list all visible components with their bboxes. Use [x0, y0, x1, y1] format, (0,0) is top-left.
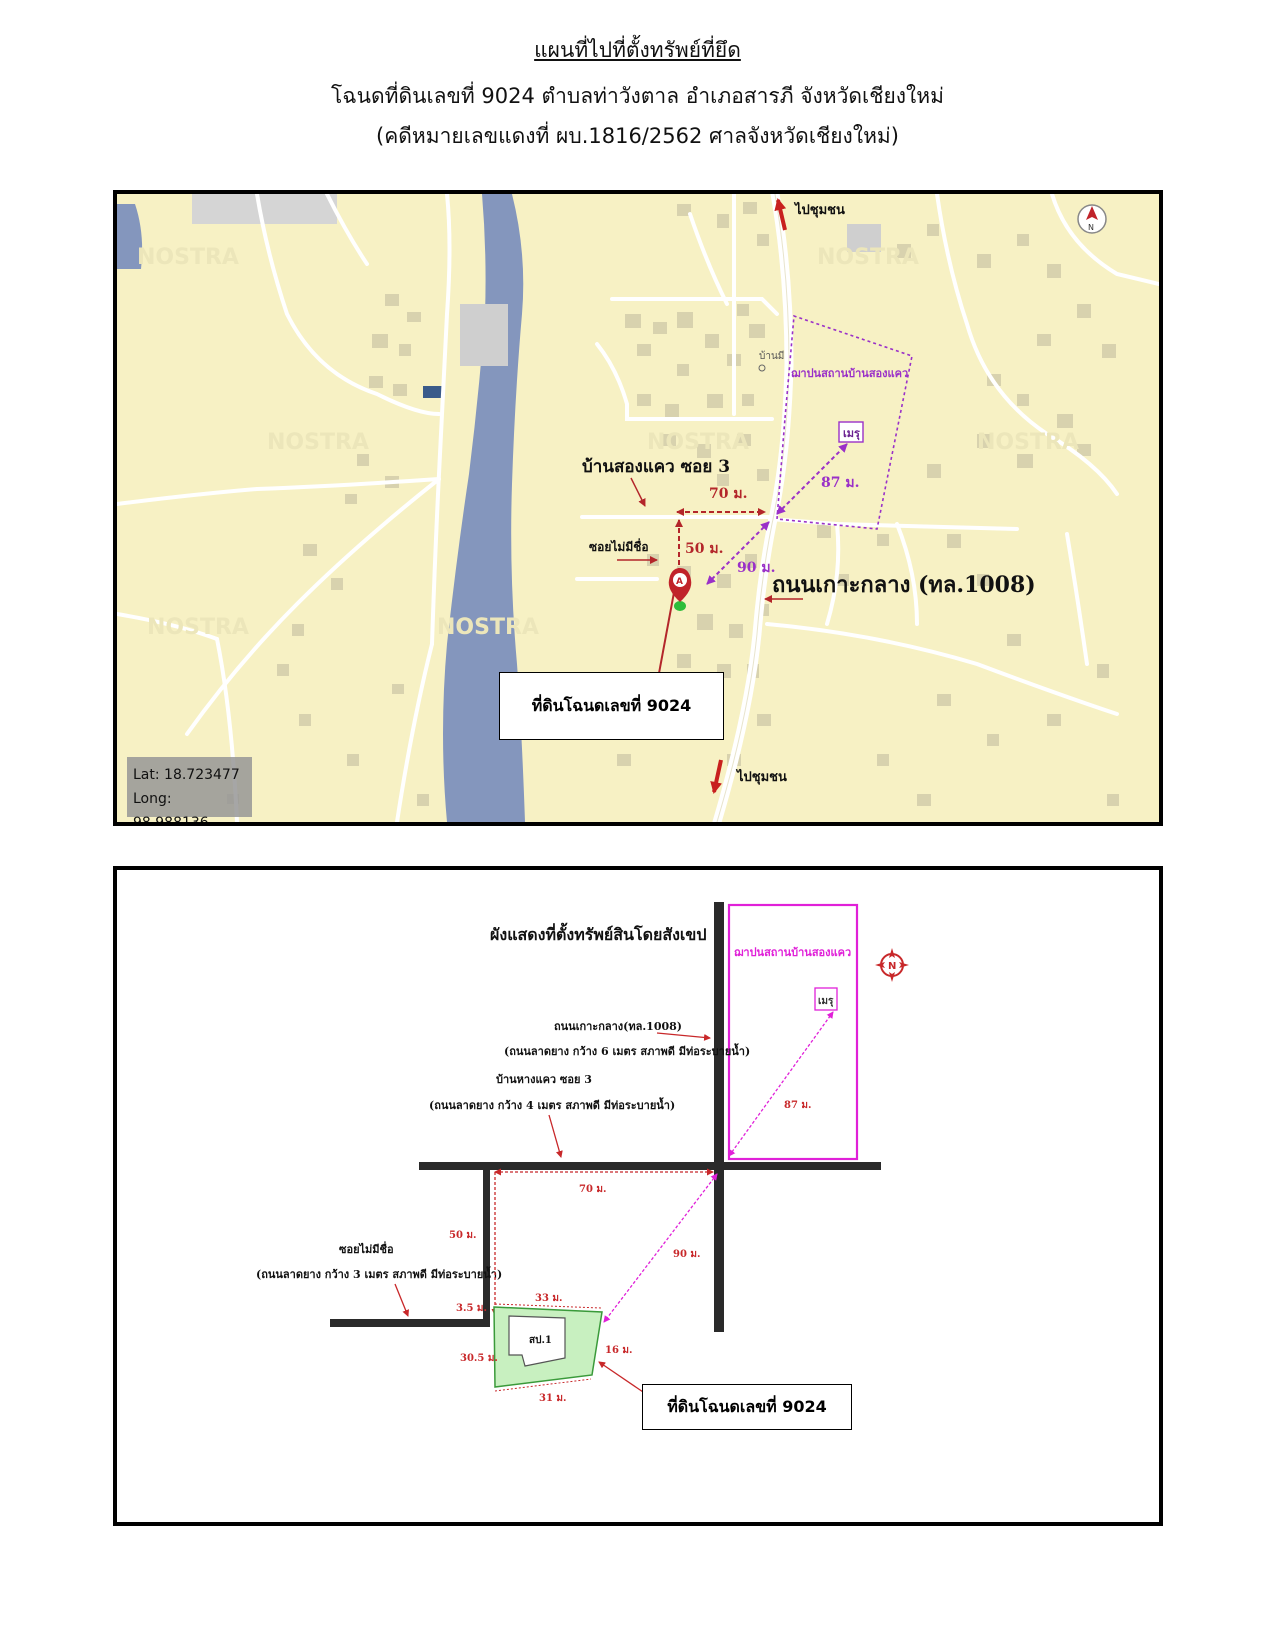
sketch-soi3-pointer [548, 1114, 563, 1158]
page-subtitle-case: (คดีหมายเลขแดงที่ ผบ.1816/2562 ศาลจังหวั… [376, 124, 899, 148]
map-callout-pointer [656, 586, 676, 685]
sketch-dist-30-5-label: 30.5 ม. [460, 1353, 498, 1364]
map-watermark: NOSTRA [817, 245, 919, 270]
map-compound-2 [847, 224, 881, 252]
map-dist-70-label: 70 ม. [709, 486, 747, 502]
sketch-callout-pointer [598, 1361, 647, 1395]
page-title: แผนที่ไปที่ตั้งทรัพย์ที่ยึด [534, 38, 741, 62]
map-soi3-pointer [630, 477, 646, 507]
map-dist-87-line [776, 443, 848, 515]
map-crematorium-boundary [776, 314, 913, 530]
sketch-main-road [714, 902, 724, 1332]
map-north-letter: N [1088, 223, 1094, 232]
sketch-dist-90-line [603, 1173, 718, 1323]
map-land-callout: ที่ดินโฉนดเลขที่ 9024 [499, 672, 724, 740]
sketch-unnamed-soi-pointer [394, 1283, 409, 1317]
sketch-main-road-pointer [656, 1032, 711, 1041]
map-watermark: NOSTRA [437, 615, 539, 640]
map-pond [117, 204, 143, 269]
sketch-main-road-desc: (ถนนลาดยาง กว้าง 6 เมตร สภาพดี มีท่อระบา… [504, 1043, 750, 1058]
map-dist-90-label: 90 ม. [737, 560, 775, 576]
sketch-main-road-label: ถนนเกาะกลาง(ทล.1008) [554, 1020, 682, 1033]
sketch-unnamed-soi-road [330, 1319, 490, 1327]
sketch-unnamed-soi-label: ซอยไม่มีชื่อ [339, 1241, 394, 1256]
map-grey-area [192, 194, 337, 224]
sketch-soi3-desc: (ถนนลาดยาง กว้าง 4 เมตร สภาพดี มีท่อระบา… [429, 1097, 675, 1112]
sketch-dist-90-label: 90 ม. [673, 1249, 700, 1260]
sketch-meru-label: เมรุ [818, 996, 834, 1007]
sketch-title: ผังแสดงที่ตั้งทรัพย์สินโดยสังเขป [490, 922, 706, 944]
map-watermark: NOSTRA [647, 430, 749, 455]
sketch-dist-87-line [728, 1011, 834, 1157]
map-main-road-label: ถนนเกาะกลาง (ทล.1008) [772, 572, 1036, 598]
map-meru-box [838, 421, 864, 443]
map-compound [460, 304, 508, 366]
sketch-side-road [483, 1166, 490, 1326]
sketch-dist-3-5-label: 3.5 ม. [456, 1303, 487, 1314]
map-location-dot [674, 601, 686, 611]
map-arrow-down-icon [710, 759, 723, 794]
sketch-crematorium-label: ฌาปนสถานบ้านสองแคว [734, 946, 851, 959]
sketch-compass-points-icon [875, 948, 909, 982]
map-pin-letter: A [676, 577, 683, 587]
sketch-building [508, 1315, 566, 1367]
map-coordinates: Lat: 18.723477 Long: 98.988136 [127, 757, 252, 822]
sketch-dist-33-line [494, 1303, 602, 1309]
sketch-canvas: ผังแสดงที่ตั้งทรัพย์สินโดยสังเขป ฌาปนสถา… [256, 902, 909, 1404]
map-crematorium-label: ฌาปนสถานบ้านสองแคว [791, 367, 908, 380]
map-meru-label: เมรุ [843, 427, 860, 441]
sketch-north-letter: N [888, 961, 896, 972]
map-to-community-top: ไปชุมชน [793, 201, 845, 218]
map-watermark: NOSTRA [267, 430, 369, 455]
page-subtitle-deed: โฉนดที่ดินเลขที่ 9024 ตำบลท่าวังตาล อำเภ… [331, 84, 944, 108]
map-land-callout-text: ที่ดินโฉนดเลขที่ 9024 [531, 695, 692, 715]
sketch-building-label: สป.1 [529, 1334, 552, 1346]
sketch-dist-33-label: 33 ม. [535, 1293, 562, 1304]
sketch-dist-70-label: 70 ม. [579, 1184, 606, 1195]
map-watermarks: NOSTRA NOSTRA NOSTRA NOSTRA NOSTRA NOSTR… [137, 245, 1079, 640]
sketch-soi3-label: บ้านหางแคว ซอย 3 [496, 1073, 592, 1086]
sketch-dist-31-line [494, 1378, 592, 1392]
sketch-dist-50-label: 50 ม. [449, 1230, 476, 1241]
map-north-compass-icon [1077, 204, 1107, 234]
sketch-dist-31-label: 31 ม. [539, 1393, 566, 1404]
map-minor-roads [117, 194, 1159, 822]
location-map: NOSTRA NOSTRA NOSTRA NOSTRA NOSTRA NOSTR… [113, 190, 1163, 826]
sketch-soi3-road [419, 1162, 881, 1170]
map-dist-87-label: 87 ม. [821, 475, 859, 491]
sketch-dist-87-label: 87 ม. [784, 1100, 811, 1111]
map-watermark: NOSTRA [147, 615, 249, 640]
map-lat: Lat: 18.723477 [133, 767, 240, 783]
map-watermark: NOSTRA [137, 245, 239, 270]
map-village-icon [758, 364, 766, 372]
map-village-label: บ้านมี [759, 350, 784, 362]
map-sign [423, 386, 443, 398]
sketch-dist-16-label: 16 ม. [605, 1345, 632, 1356]
map-watermark: NOSTRA [977, 430, 1079, 455]
map-soi3-label: บ้านสองแคว ซอย 3 [582, 457, 730, 477]
map-arrow-up-icon [774, 198, 787, 231]
map-long: Long: 98.988136 [133, 791, 209, 826]
map-to-community-bottom: ไปชุมชน [735, 768, 787, 785]
sketch-land-callout: ที่ดินโฉนดเลขที่ 9024 [642, 1384, 852, 1430]
site-sketch: ผังแสดงที่ตั้งทรัพย์สินโดยสังเขป ฌาปนสถา… [113, 866, 1163, 1526]
sketch-meru-box [814, 987, 838, 1011]
sketch-crematorium-box [727, 903, 859, 1161]
sketch-unnamed-soi-desc: (ถนนลาดยาง กว้าง 3 เมตร สภาพดี มีท่อระบา… [256, 1266, 502, 1281]
map-pin-center [673, 573, 687, 587]
map-main-road-centerline [716, 194, 790, 822]
map-dist-90-line [706, 521, 770, 585]
map-north-arrow-icon [1086, 206, 1098, 220]
sketch-land-callout-text: ที่ดินโฉนดเลขที่ 9024 [667, 1396, 827, 1416]
map-dist-50-label: 50 ม. [685, 541, 723, 557]
map-unnamed-soi-label: ซอยไม่มีชื่อ [589, 538, 649, 554]
